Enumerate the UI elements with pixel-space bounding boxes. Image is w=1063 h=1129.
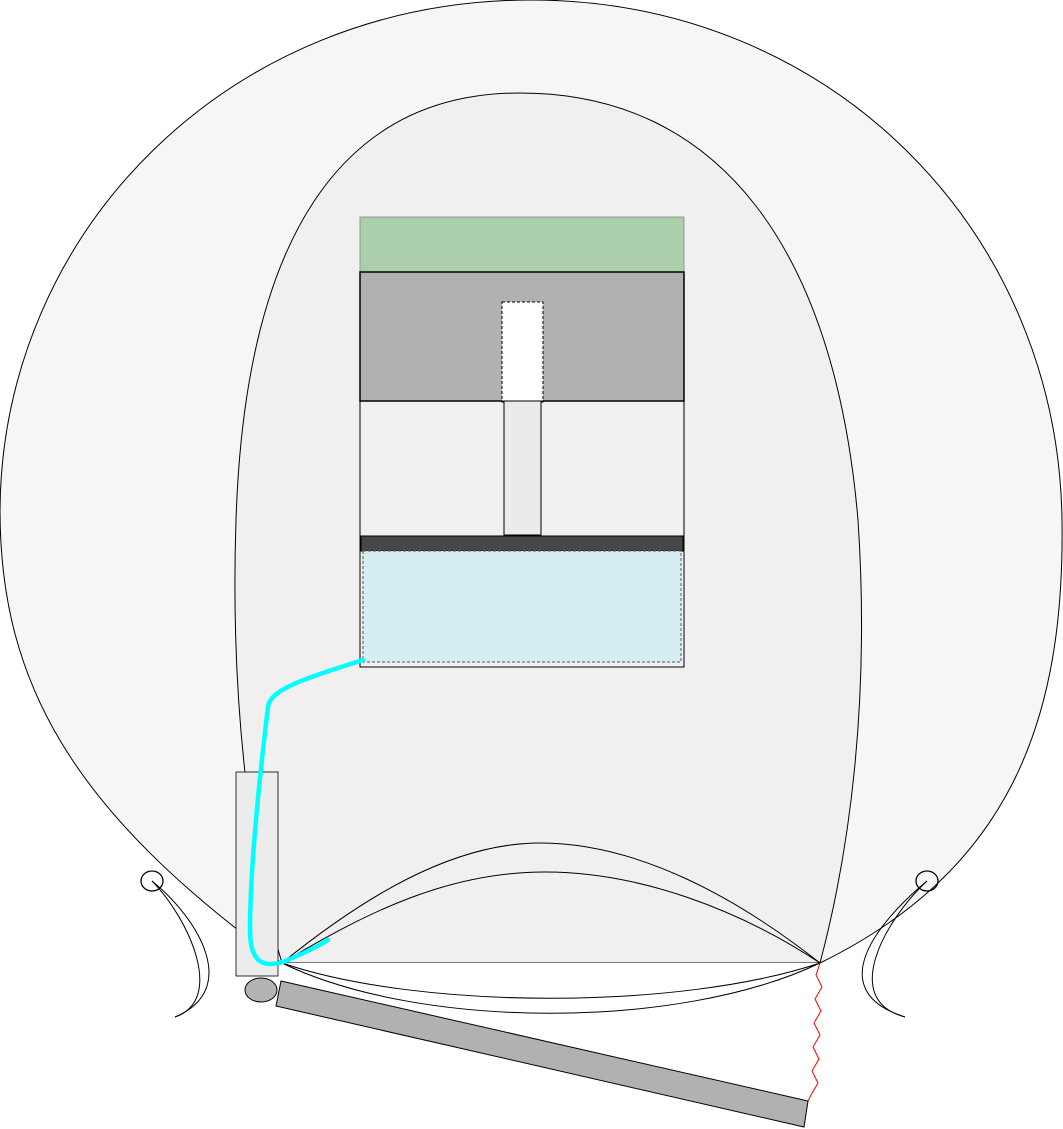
tether-line-lower-2 [281,962,821,1014]
wheel [244,977,278,1003]
shaft [503,400,542,536]
plate [360,535,684,552]
slot [501,301,544,403]
anchor-ring-left [140,870,164,892]
anchor-drape-right-1 [861,880,928,1018]
tether-line-upper [281,842,821,964]
anchor-drape-right-2 [871,880,928,1018]
tether-line-middle [281,871,821,964]
tether-line-lower-1 [281,962,821,999]
post [235,771,279,977]
top-block [359,216,685,273]
beam [275,980,809,1128]
anchor-drape-left-1 [151,880,210,1018]
base-band [282,963,820,967]
hose [247,657,366,967]
anchor-ring-right [915,870,939,892]
spring [807,962,823,1102]
tank [362,550,682,663]
anchor-drape-left-2 [151,880,201,1018]
